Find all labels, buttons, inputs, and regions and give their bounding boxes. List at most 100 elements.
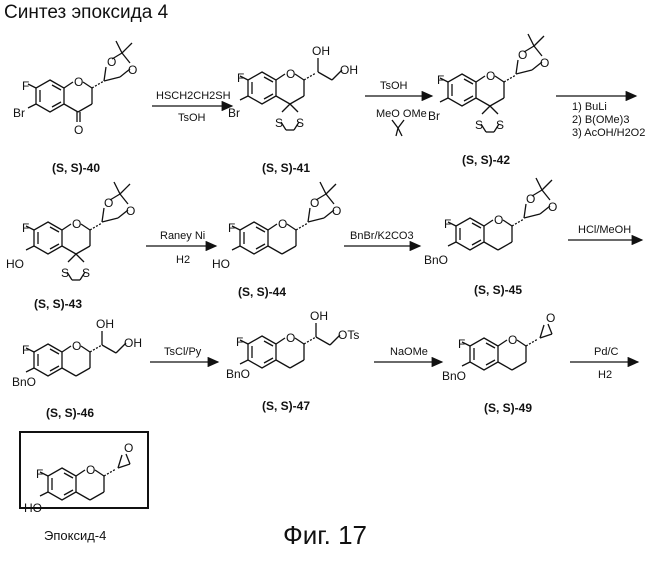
compound-42: F Br O S S O O (S, S)-42	[428, 33, 549, 167]
atom-o-epoxide: O	[546, 311, 555, 325]
atom-oh-1: OH	[96, 317, 114, 331]
atom-o-ring: O	[86, 463, 95, 477]
atom-ho: HO	[212, 257, 230, 271]
reaction-step-5: BnBr/K2CO3	[344, 230, 422, 252]
compound-label: (S, S)-42	[462, 153, 510, 167]
atom-o-ring: O	[72, 339, 81, 353]
reagent-above: BnBr/K2CO3	[350, 230, 414, 242]
atom-s-1: S	[61, 266, 69, 280]
compound-label: (S, S)-45	[474, 283, 522, 297]
atom-ho: HO	[6, 257, 24, 271]
atom-o-ring: O	[508, 333, 517, 347]
atom-oh-2: OH	[124, 336, 142, 350]
atom-s-2: S	[496, 118, 504, 132]
atom-s-1: S	[475, 118, 483, 132]
compound-label: (S, S)-44	[238, 285, 286, 299]
reaction-step-7: TsCl/Py	[150, 346, 220, 368]
atom-o-ring: O	[278, 217, 287, 231]
reaction-step-1: HSCH2CH2SH TsOH	[152, 90, 234, 124]
reagent-line-3: 3) AcOH/H2O2	[572, 127, 645, 139]
atom-s-2: S	[82, 266, 90, 280]
atom-o-ring: O	[286, 67, 295, 81]
atom-o-ketone: O	[74, 123, 83, 137]
reaction-step-4: Raney Ni H2	[146, 230, 218, 266]
atom-f: F	[36, 467, 43, 481]
atom-o-dioxolane-1: O	[518, 48, 527, 62]
atom-oh: OH	[310, 309, 328, 323]
reaction-step-8: NaOMe	[374, 346, 444, 368]
reagent-below: TsOH	[178, 112, 206, 124]
atom-br: Br	[228, 106, 240, 120]
compound-41: F Br O S S OH OH (S, S)-41	[228, 44, 358, 175]
atom-oh-1: OH	[312, 44, 330, 58]
compound-46: F BnO O OH OH (S, S)-46	[12, 317, 142, 420]
atom-o-dioxolane-2: O	[548, 200, 557, 214]
atom-f: F	[437, 73, 444, 87]
atom-o-dioxolane-2: O	[128, 63, 137, 77]
reaction-step-2: TsOH MeO OMe	[365, 80, 434, 137]
product-label: Эпоксид-4	[44, 528, 106, 543]
atom-o-dioxolane-1: O	[310, 196, 319, 210]
atom-f: F	[458, 337, 465, 351]
atom-o-ring: O	[72, 217, 81, 231]
compound-epoxide-4: F HO O O	[19, 431, 149, 515]
atom-br: Br	[13, 106, 25, 120]
compound-label: (S, S)-47	[262, 399, 310, 413]
reaction-step-6: HCl/MeOH	[568, 224, 644, 246]
atom-bno: BnO	[424, 253, 448, 267]
reagent-below: MeO OMe	[376, 108, 427, 120]
atom-f: F	[236, 335, 243, 349]
reaction-step-3: 1) BuLi 2) B(OMe)3 3) AcOH/H2O2	[556, 90, 645, 139]
atom-ots: OTs	[338, 328, 359, 342]
compound-45: F BnO O O O (S, S)-45	[424, 177, 557, 297]
reagent-line-1: 1) BuLi	[572, 101, 607, 113]
reagent-above: TsOH	[380, 80, 408, 92]
atom-bno: BnO	[12, 375, 36, 389]
atom-f: F	[22, 79, 29, 93]
scheme-title: Синтез эпоксида 4	[4, 2, 169, 23]
atom-f: F	[237, 71, 244, 85]
reagent-below: H2	[176, 254, 190, 266]
compound-47: F BnO O OH OTs (S, S)-47	[226, 309, 359, 413]
atom-o-dioxolane-1: O	[104, 196, 113, 210]
compound-label: (S, S)-43	[34, 297, 82, 311]
atom-o-ring: O	[74, 75, 83, 89]
compound-label: (S, S)-40	[52, 161, 100, 175]
compound-40: F Br O O O O (S, S)-40	[13, 40, 137, 175]
atom-o-ring: O	[494, 213, 503, 227]
atom-o-ring: O	[486, 69, 495, 83]
reagent-above: TsCl/Py	[164, 346, 202, 358]
atom-o-ring: O	[286, 331, 295, 345]
atom-s-1: S	[275, 116, 283, 130]
atom-f: F	[228, 221, 235, 235]
atom-o-epoxide: O	[124, 441, 133, 455]
figure-caption: Фиг. 17	[283, 520, 367, 550]
reagent-above: HCl/MeOH	[578, 224, 631, 236]
atom-f: F	[22, 221, 29, 235]
reagent-above: Raney Ni	[160, 230, 205, 242]
atom-f: F	[444, 217, 451, 231]
reagent-above: Pd/C	[594, 346, 619, 358]
reagent-above: NaOMe	[390, 346, 428, 358]
atom-o-dioxolane-2: O	[540, 56, 549, 70]
compound-label: (S, S)-46	[46, 406, 94, 420]
compound-49: F BnO O O (S, S)-49	[442, 311, 555, 415]
reagent-above: HSCH2CH2SH	[156, 90, 231, 102]
atom-oh-2: OH	[340, 63, 358, 77]
atom-bno: BnO	[226, 367, 250, 381]
reagent-below: H2	[598, 369, 612, 381]
atom-o-dioxolane-1: O	[107, 55, 116, 69]
reaction-step-9: Pd/C H2	[570, 346, 640, 381]
atom-br: Br	[428, 109, 440, 123]
atom-o-dioxolane-2: O	[126, 204, 135, 218]
atom-f: F	[22, 343, 29, 357]
compound-44: F HO O O O (S, S)-44	[212, 181, 341, 299]
atom-o-dioxolane-2: O	[332, 204, 341, 218]
reagent-line-2: 2) B(OMe)3	[572, 114, 629, 126]
compound-43: F HO O S S O O (S, S)-43	[6, 181, 135, 311]
atom-o-dioxolane-1: O	[526, 192, 535, 206]
atom-s-2: S	[296, 116, 304, 130]
compound-label: (S, S)-41	[262, 161, 310, 175]
atom-bno: BnO	[442, 369, 466, 383]
